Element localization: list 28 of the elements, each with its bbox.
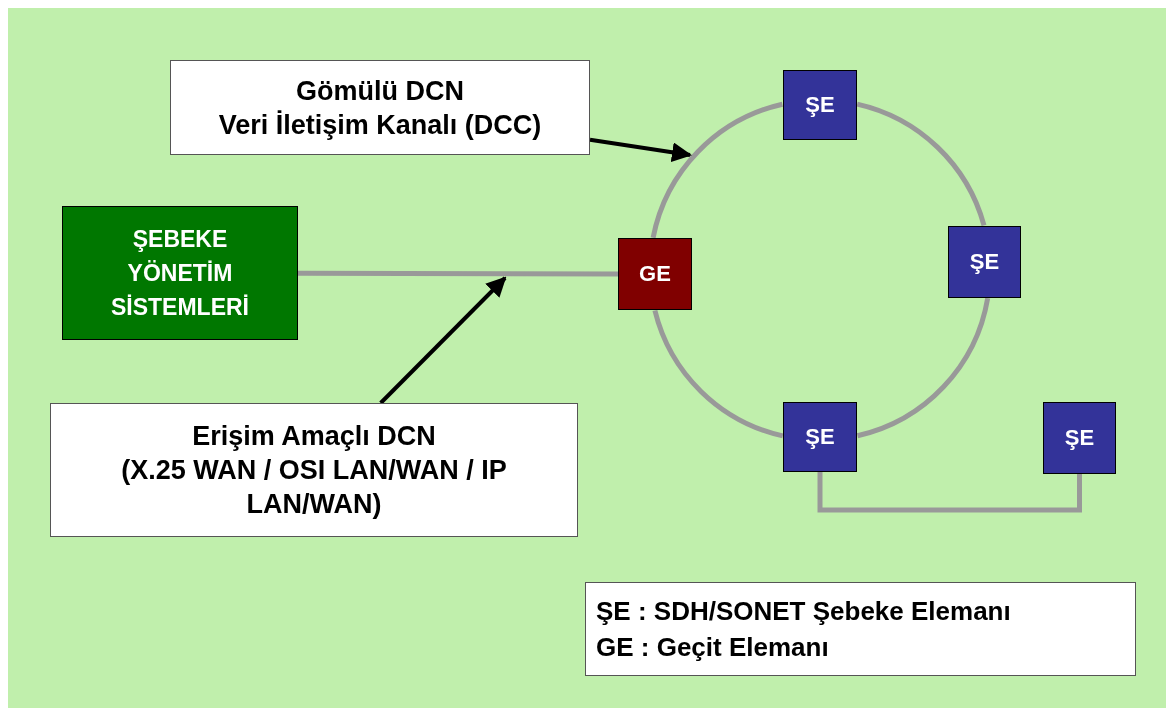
legend-text: ŞE : SDH/SONET Şebeke Elemanı — [596, 595, 1012, 628]
callout-box — [170, 60, 590, 155]
node-label: ŞE — [1064, 425, 1095, 451]
node-label: Erişim Amaçlı DCN — [192, 420, 436, 453]
node-label: Gömülü DCN — [296, 74, 464, 108]
connector-line — [652, 309, 784, 439]
node-label: ŞE — [805, 92, 835, 118]
node-label: ŞEBEKE YÖNETİM SİSTEMLERİ — [110, 225, 250, 322]
network-element-box — [783, 70, 857, 140]
node-label: Veri İletişim Kanalı (DCC) — [218, 108, 542, 142]
system-box — [62, 206, 298, 340]
network-element-box — [1043, 402, 1116, 474]
leader-arrow — [589, 137, 692, 163]
connector-line — [298, 270, 618, 277]
legend-text: GE : Geçit Elemanı — [596, 631, 830, 664]
leader-arrow — [379, 276, 507, 405]
connector-line — [817, 472, 1082, 513]
node-label: GE — [639, 261, 671, 287]
network-element-box — [948, 226, 1021, 298]
connector-line — [650, 101, 784, 239]
node-label: ŞE — [805, 424, 835, 450]
connector-line — [856, 297, 991, 439]
callout-box — [50, 403, 578, 537]
node-label: ŞE — [969, 249, 1000, 275]
connector-line — [856, 101, 987, 227]
node-label: (X.25 WAN / OSI LAN/WAN / IP LAN/WAN) — [120, 454, 508, 521]
gateway-element-box — [618, 238, 692, 310]
network-element-box — [783, 402, 857, 472]
